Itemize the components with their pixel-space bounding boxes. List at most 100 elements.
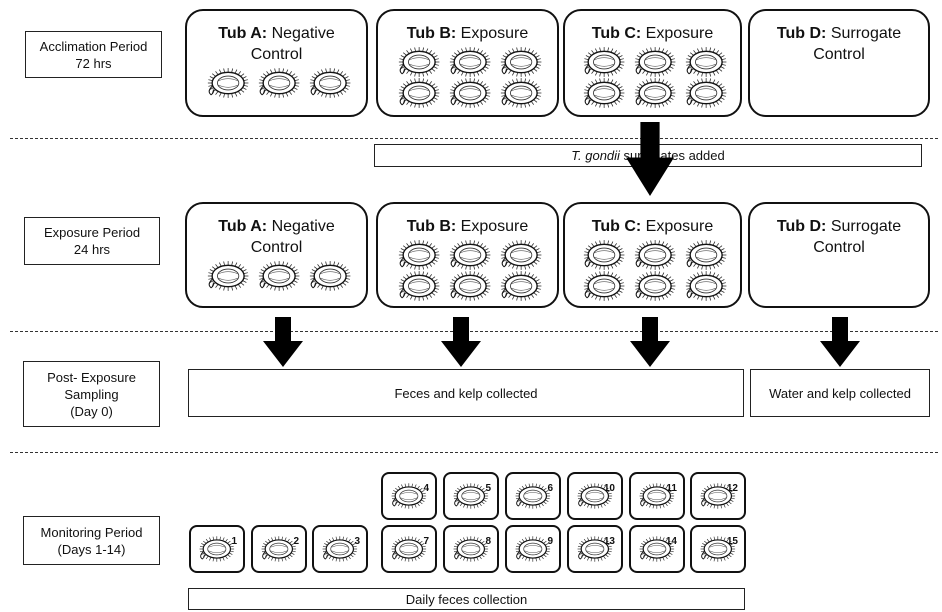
day-number: 12 bbox=[726, 483, 738, 494]
day-number: 10 bbox=[603, 483, 615, 494]
monitoring-tub-day-13: 13 bbox=[567, 525, 623, 573]
monitoring-tub-day-9: 9 bbox=[505, 525, 561, 573]
sea-urchin-icon bbox=[391, 483, 427, 509]
down-arrow-icon bbox=[263, 317, 303, 367]
sea-urchin-icon bbox=[398, 47, 439, 77]
sea-urchin-icon bbox=[258, 261, 299, 291]
sea-urchin-icon bbox=[207, 261, 248, 291]
sea-urchin-icon bbox=[453, 536, 489, 562]
exposure-period-label: Exposure Period 24 hrs bbox=[24, 217, 160, 265]
separator-3 bbox=[10, 452, 938, 453]
tub-c-title-2: Tub C: Exposure bbox=[591, 218, 714, 235]
day-number: 6 bbox=[547, 483, 553, 494]
exposure-line1: Exposure Period bbox=[43, 225, 141, 240]
day-number: 14 bbox=[665, 536, 677, 547]
down-arrow-icon bbox=[820, 317, 860, 367]
sea-urchin-icon bbox=[577, 483, 613, 509]
sea-urchin-icon bbox=[583, 240, 624, 270]
acclimation-period-label: Acclimation Period 72 hrs bbox=[25, 31, 162, 78]
sea-urchin-icon bbox=[449, 78, 490, 108]
sea-urchin-icon bbox=[500, 47, 541, 77]
post-exposure-line3: (Day 0) bbox=[70, 403, 113, 419]
post-exposure-line1: Post- Exposure bbox=[47, 369, 136, 385]
sea-urchin-icon bbox=[449, 240, 490, 270]
sea-urchin-icon bbox=[515, 536, 551, 562]
sea-urchin-icon bbox=[685, 271, 726, 301]
sea-urchin-icon bbox=[634, 78, 675, 108]
monitoring-line2: (Days 1-14) bbox=[57, 541, 126, 557]
sea-urchin-icon bbox=[685, 47, 726, 77]
daily-feces-text: Daily feces collection bbox=[405, 591, 528, 607]
sea-urchin-icon bbox=[398, 240, 439, 270]
acclimation-line2: 72 hrs bbox=[75, 55, 112, 71]
sea-urchin-icon bbox=[583, 78, 624, 108]
sea-urchin-icon bbox=[685, 78, 726, 108]
daily-feces-bar: Daily feces collection bbox=[188, 588, 745, 610]
sea-urchin-icon bbox=[583, 271, 624, 301]
sea-urchin-icon bbox=[398, 271, 439, 301]
separator-1 bbox=[10, 138, 938, 139]
monitoring-period-label: Monitoring Period (Days 1-14) bbox=[23, 516, 160, 565]
day-number: 8 bbox=[485, 536, 491, 547]
sea-urchin-icon bbox=[258, 68, 299, 98]
feces-kelp-box: Feces and kelp collected bbox=[188, 369, 744, 417]
day-number: 2 bbox=[293, 536, 299, 547]
sea-urchin-icon bbox=[700, 483, 736, 509]
sea-urchin-icon bbox=[449, 271, 490, 301]
sea-urchin-icon bbox=[500, 271, 541, 301]
sea-urchin-icon bbox=[639, 536, 675, 562]
sea-urchin-icon bbox=[700, 536, 736, 562]
day-number: 3 bbox=[354, 536, 360, 547]
exposure-line2: 24 hrs bbox=[73, 242, 111, 257]
water-kelp-box: Water and kelp collected bbox=[750, 369, 930, 417]
day-number: 9 bbox=[547, 536, 553, 547]
day-number: 11 bbox=[666, 483, 677, 494]
day-number: 1 bbox=[231, 536, 237, 547]
down-arrow-icon bbox=[441, 317, 481, 367]
water-kelp-text: Water and kelp collected bbox=[769, 385, 911, 401]
sea-urchin-icon bbox=[685, 240, 726, 270]
post-exposure-label: Post- Exposure Sampling (Day 0) bbox=[23, 361, 160, 427]
t-gondii-text: T. gondii bbox=[571, 148, 620, 163]
sea-urchin-icon bbox=[309, 68, 350, 98]
tub-c-title: Tub C: Exposure bbox=[591, 25, 714, 42]
sea-urchin-icon bbox=[577, 536, 613, 562]
day-number: 15 bbox=[726, 536, 738, 547]
feces-kelp-text: Feces and kelp collected bbox=[394, 385, 538, 401]
monitoring-line1: Monitoring Period bbox=[40, 524, 143, 540]
down-arrow-icon bbox=[626, 122, 674, 196]
day-number: 4 bbox=[423, 483, 429, 494]
sea-urchin-icon bbox=[500, 240, 541, 270]
sea-urchin-icon bbox=[639, 483, 675, 509]
sea-urchin-icon bbox=[515, 483, 551, 509]
sea-urchin-icon bbox=[449, 47, 490, 77]
sea-urchin-icon bbox=[322, 536, 358, 562]
separator-2 bbox=[10, 331, 938, 332]
day-number: 13 bbox=[603, 536, 615, 547]
sea-urchin-icon bbox=[453, 483, 489, 509]
sea-urchin-icon bbox=[634, 271, 675, 301]
down-arrow-icon bbox=[630, 317, 670, 367]
sea-urchin-icon bbox=[207, 68, 248, 98]
sea-urchin-icon bbox=[199, 536, 235, 562]
sea-urchin-icon bbox=[261, 536, 297, 562]
sea-urchin-icon bbox=[500, 78, 541, 108]
tub-b-title-2: Tub B: Exposure bbox=[406, 218, 529, 235]
day-number: 7 bbox=[423, 536, 429, 547]
sea-urchin-icon bbox=[398, 78, 439, 108]
post-exposure-line2: Sampling bbox=[64, 386, 119, 402]
sea-urchin-icon bbox=[391, 536, 427, 562]
acclimation-line1: Acclimation Period bbox=[39, 38, 148, 54]
sea-urchin-icon bbox=[634, 240, 675, 270]
tub-b-title: Tub B: Exposure bbox=[406, 25, 529, 42]
sea-urchin-icon bbox=[583, 47, 624, 77]
sea-urchin-icon bbox=[634, 47, 675, 77]
